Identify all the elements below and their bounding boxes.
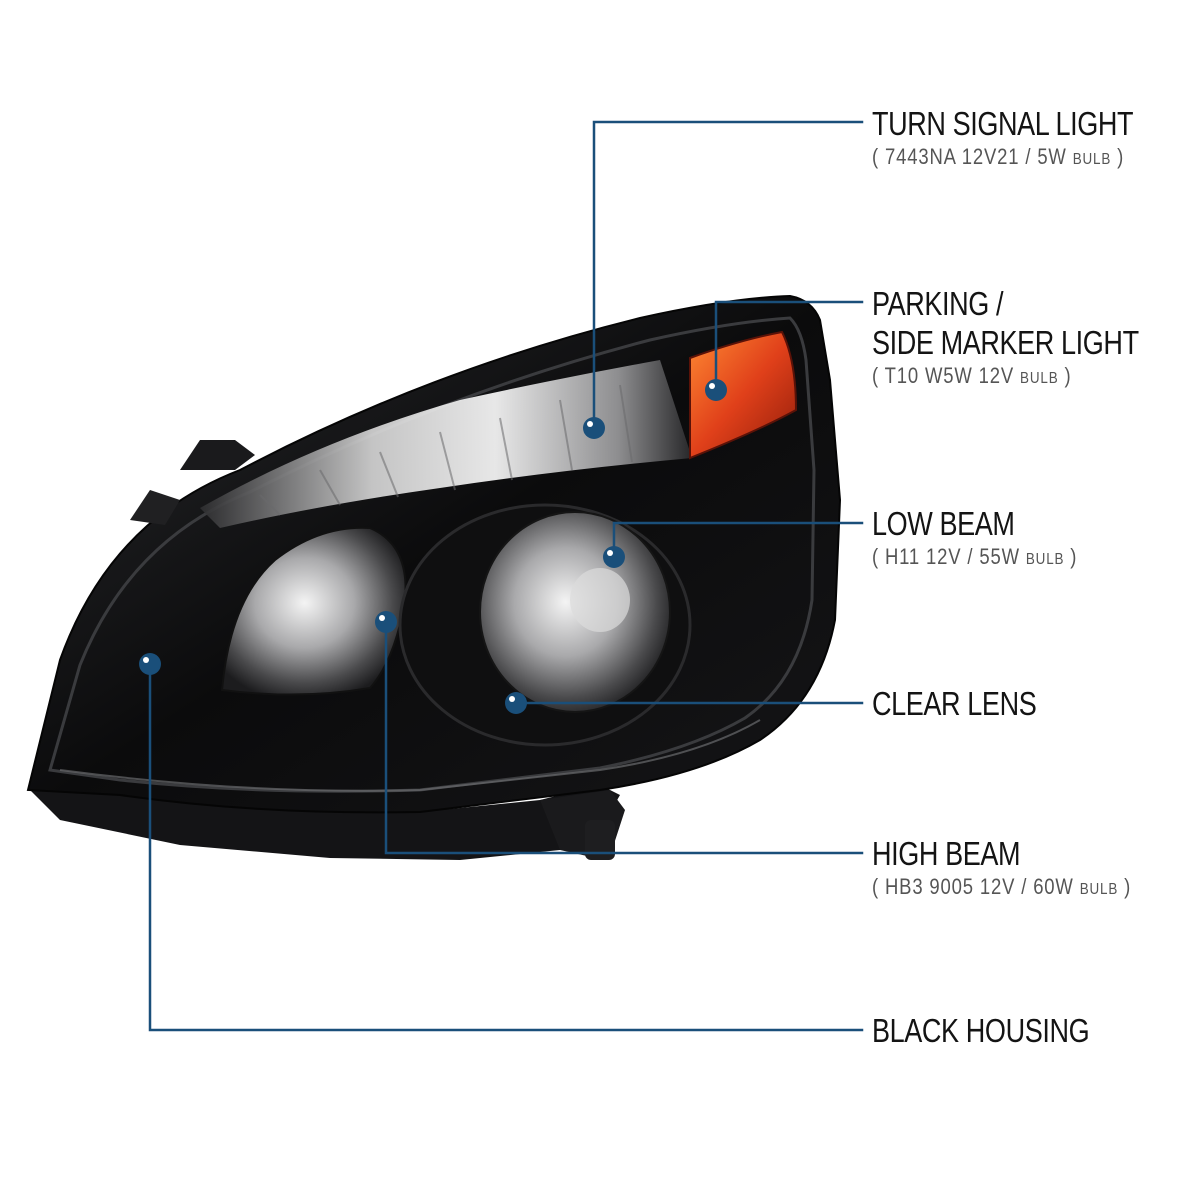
dot-parking xyxy=(705,379,727,401)
low-beam-title: LOW BEAM xyxy=(872,505,1015,542)
parking-spec: ( T10 W5W 12V BULB ) xyxy=(872,363,1072,388)
label-low-beam: LOW BEAM ( H11 12V / 55W BULB ) xyxy=(872,504,1116,574)
dot-housing xyxy=(139,653,161,675)
label-turn-signal: TURN SIGNAL LIGHT ( 7443NA 12V21 / 5W BU… xyxy=(872,104,1191,174)
label-high-beam: HIGH BEAM ( HB3 9005 12V / 60W BULB ) xyxy=(872,834,1181,904)
leader-low-beam xyxy=(612,521,864,559)
turn-signal-spec: ( 7443NA 12V21 / 5W BULB ) xyxy=(872,144,1125,169)
label-parking: PARKING / SIDE MARKER LIGHT ( T10 W5W 12… xyxy=(872,284,1197,393)
high-beam-reflector xyxy=(220,526,407,696)
dot-turn-signal xyxy=(583,417,605,439)
dot-high-beam xyxy=(375,611,397,633)
high-beam-spec: ( HB3 9005 12V / 60W BULB ) xyxy=(872,874,1132,899)
low-beam-spec: ( H11 12V / 55W BULB ) xyxy=(872,544,1078,569)
dot-low-beam xyxy=(603,546,625,568)
housing-title: BLACK HOUSING xyxy=(872,1012,1090,1049)
mount-tab xyxy=(180,440,255,470)
leader-turn-signal xyxy=(592,120,864,430)
dot-clear-lens xyxy=(505,692,527,714)
label-clear-lens: CLEAR LENS xyxy=(872,684,1072,723)
parking-title-line1: PARKING / xyxy=(872,285,1004,322)
leader-high-beam xyxy=(384,620,864,855)
bottom-trim xyxy=(30,775,625,860)
leader-parking xyxy=(714,300,864,392)
label-housing: BLACK HOUSING xyxy=(872,1011,1137,1050)
parking-title-line2: SIDE MARKER LIGHT xyxy=(872,324,1139,361)
leader-housing xyxy=(148,662,864,1032)
clear-lens-title: CLEAR LENS xyxy=(872,685,1037,722)
high-beam-title: HIGH BEAM xyxy=(872,835,1021,872)
turn-signal-title: TURN SIGNAL LIGHT xyxy=(872,105,1134,142)
turn-signal-strip xyxy=(200,360,692,528)
